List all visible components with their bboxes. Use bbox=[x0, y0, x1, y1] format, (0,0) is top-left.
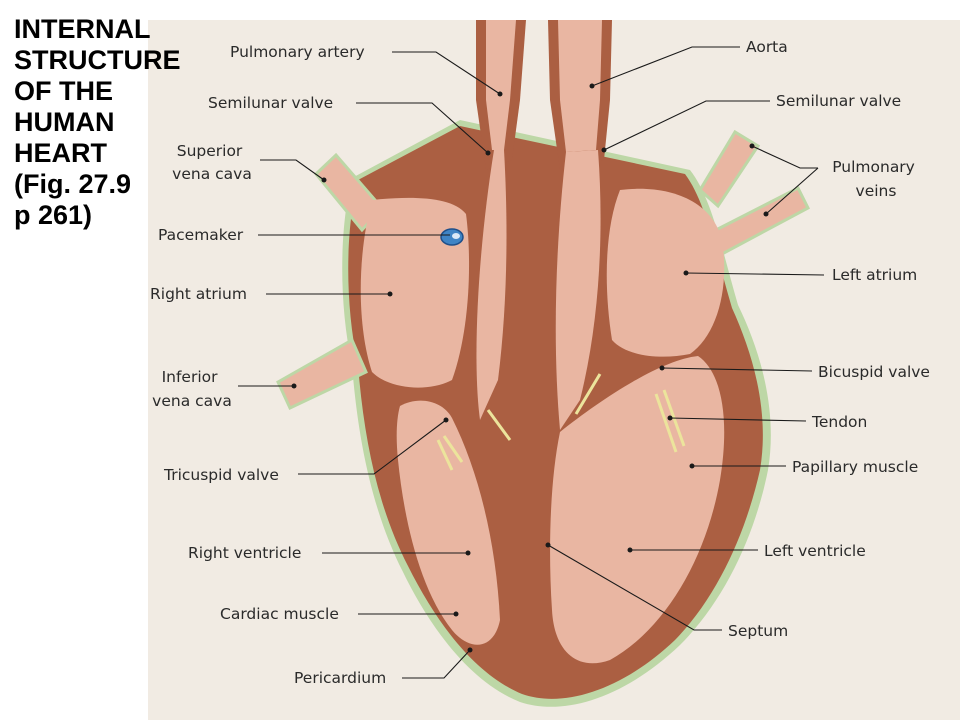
leader-semilunar-valve-left bbox=[356, 102, 489, 154]
leader-dot bbox=[485, 150, 491, 156]
leader-dot bbox=[545, 542, 551, 548]
leader-dot bbox=[443, 417, 449, 423]
leader-tendon bbox=[669, 417, 807, 422]
leader-dot bbox=[763, 211, 769, 217]
leader-dot bbox=[589, 83, 595, 89]
right-ventricle-chamber bbox=[396, 400, 500, 645]
leader-dot bbox=[683, 270, 689, 276]
left-atrium-chamber bbox=[606, 188, 725, 357]
title-line: HEART bbox=[14, 138, 107, 168]
pacemaker-node bbox=[440, 228, 464, 246]
label-papillary-muscle: Papillary muscle bbox=[792, 458, 918, 476]
leader-dot bbox=[601, 147, 607, 153]
leader-dot bbox=[387, 291, 393, 297]
leader-left-atrium bbox=[685, 272, 825, 276]
leader-superior-vena-cava bbox=[260, 159, 325, 181]
leader-dot bbox=[689, 463, 695, 469]
label-pacemaker: Pacemaker bbox=[158, 226, 244, 244]
leader-lines bbox=[238, 46, 825, 679]
title-line: STRUCTURE bbox=[14, 45, 181, 75]
label-septum: Septum bbox=[728, 622, 788, 640]
leader-dot bbox=[465, 550, 471, 556]
label-line: Pulmonary bbox=[832, 158, 915, 176]
label-pulmonary-veins: Pulmonary veins bbox=[832, 158, 920, 200]
leader-pericardium bbox=[402, 649, 471, 679]
slide-title: INTERNAL STRUCTURE OF THE HUMAN HEART (F… bbox=[14, 14, 214, 231]
leader-bicuspid-valve bbox=[661, 367, 813, 372]
leader-dot bbox=[453, 611, 459, 617]
label-inferior-vena-cava: Inferior vena cava bbox=[152, 368, 232, 410]
leader-dot bbox=[667, 415, 673, 421]
right-atrium-chamber bbox=[360, 197, 470, 388]
leader-dot bbox=[497, 91, 503, 97]
leader-semilunar-valve-right bbox=[603, 100, 770, 151]
leader-pulmonary-veins-lower bbox=[765, 167, 819, 215]
label-superior-vena-cava: Superior vena cava bbox=[172, 142, 252, 183]
leader-tricuspid-valve bbox=[298, 419, 447, 475]
leader-dot bbox=[659, 365, 665, 371]
label-line: Inferior bbox=[162, 368, 219, 386]
label-pulmonary-artery: Pulmonary artery bbox=[230, 43, 365, 61]
label-cardiac-muscle: Cardiac muscle bbox=[220, 605, 339, 623]
leader-dot bbox=[291, 383, 297, 389]
tricuspid-tendon bbox=[436, 435, 464, 471]
heart-illustration bbox=[276, 20, 810, 707]
label-line: veins bbox=[856, 182, 897, 200]
aorta-lumen bbox=[558, 20, 602, 152]
label-left-atrium: Left atrium bbox=[832, 266, 917, 284]
leader-dot bbox=[467, 647, 473, 653]
pulmonary-vein-upper bbox=[698, 129, 761, 209]
label-aorta: Aorta bbox=[746, 38, 788, 56]
pacemaker-highlight bbox=[452, 233, 460, 239]
septal-tendon bbox=[486, 373, 602, 441]
leader-septum bbox=[547, 544, 722, 631]
label-left-ventricle: Left ventricle bbox=[764, 542, 866, 560]
pulmonary-vein-lower bbox=[710, 185, 810, 257]
leader-aorta bbox=[591, 46, 740, 87]
pulmonary-outflow-channel bbox=[476, 150, 507, 420]
title-line: OF THE bbox=[14, 76, 113, 106]
label-bicuspid-valve: Bicuspid valve bbox=[818, 363, 930, 381]
labels: Pulmonary artery Semilunar valve Superio… bbox=[150, 38, 930, 687]
label-semilunar-valve-left: Semilunar valve bbox=[208, 94, 333, 112]
label-line: vena cava bbox=[152, 392, 232, 410]
pulmonary-artery-lumen bbox=[486, 20, 516, 150]
label-tendon: Tendon bbox=[811, 413, 867, 431]
label-line: vena cava bbox=[172, 165, 252, 183]
title-line: p 261) bbox=[14, 200, 93, 230]
label-right-ventricle: Right ventricle bbox=[188, 544, 301, 562]
label-right-atrium: Right atrium bbox=[150, 285, 247, 303]
title-line: HUMAN bbox=[14, 107, 115, 137]
leader-pulmonary-artery bbox=[392, 51, 501, 95]
aortic-outflow-channel bbox=[555, 150, 601, 430]
title-line: INTERNAL bbox=[14, 14, 151, 44]
leader-dot bbox=[749, 143, 755, 149]
leader-pulmonary-veins-upper bbox=[751, 145, 818, 169]
leader-dot bbox=[627, 547, 633, 553]
inferior-vena-cava bbox=[276, 337, 368, 411]
label-tricuspid-valve: Tricuspid valve bbox=[163, 466, 279, 484]
label-line: Superior bbox=[177, 142, 243, 160]
title-line: (Fig. 27.9 bbox=[14, 169, 132, 199]
label-pericardium: Pericardium bbox=[294, 669, 386, 687]
label-semilunar-valve-right: Semilunar valve bbox=[776, 92, 901, 110]
leader-dot bbox=[321, 177, 327, 183]
